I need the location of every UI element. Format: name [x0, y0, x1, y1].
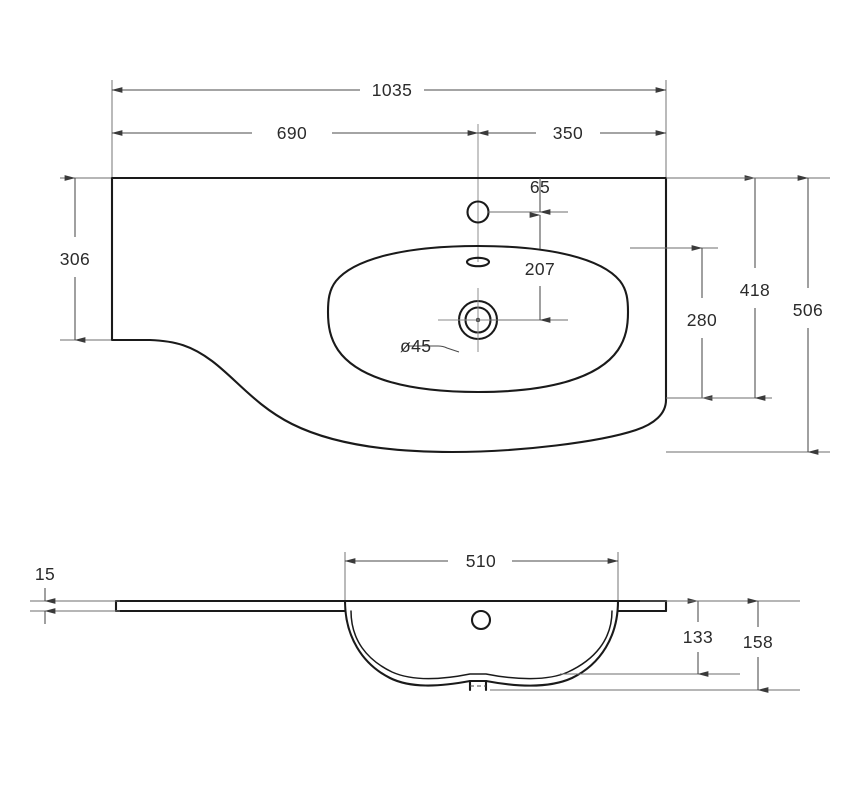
bowl-inner-wall-section: [350, 610, 613, 680]
dim-tap-hole-65: 65: [488, 177, 568, 215]
top-view-group: 1035 690 350: [60, 80, 830, 455]
dim-label-350: 350: [553, 123, 583, 143]
overflow-slot-icon: [465, 256, 491, 268]
leader-line-diameter: [408, 345, 460, 353]
callout-drain-diameter: ø45: [400, 336, 460, 356]
dim-label-15: 15: [35, 564, 55, 584]
dim-label-306: 306: [60, 249, 90, 269]
dim-label-207: 207: [525, 259, 555, 279]
dim-overall-depth-506: 506: [666, 175, 830, 455]
rim-slab-left: [114, 599, 668, 613]
dim-left-offset-690: 690: [111, 123, 479, 143]
dim-label-506: 506: [793, 300, 823, 320]
dim-overall-width-1035: 1035: [111, 80, 667, 100]
dim-tap-to-drain-207: 207: [490, 212, 568, 323]
dim-right-offset-350: 350: [477, 123, 667, 143]
dim-rim-thickness-15: 15: [30, 564, 120, 624]
drain-stub-group: [468, 679, 488, 692]
section-view-group: 510 15: [30, 551, 800, 693]
dim-label-690: 690: [277, 123, 307, 143]
dim-label-133: 133: [683, 627, 713, 647]
overflow-hole-icon-section: [470, 609, 492, 631]
dim-total-height-158: 158: [490, 598, 800, 693]
dim-bowl-width-510: 510: [344, 551, 619, 571]
dim-label-1035: 1035: [372, 80, 413, 100]
bowl-outer-wall-section: [343, 599, 620, 687]
dim-left-depth-306: 306: [60, 175, 90, 343]
dim-label-510: 510: [466, 551, 496, 571]
dim-bowl-depth-280: 280: [630, 245, 718, 401]
callout-label-diameter-45: ø45: [400, 336, 431, 356]
bowl-outline-top-view: [326, 244, 630, 394]
dim-label-65: 65: [530, 177, 550, 197]
dim-label-280: 280: [687, 310, 717, 330]
dim-label-418: 418: [740, 280, 770, 300]
dim-label-158: 158: [743, 632, 773, 652]
basin-outline-top-view: [110, 176, 668, 454]
